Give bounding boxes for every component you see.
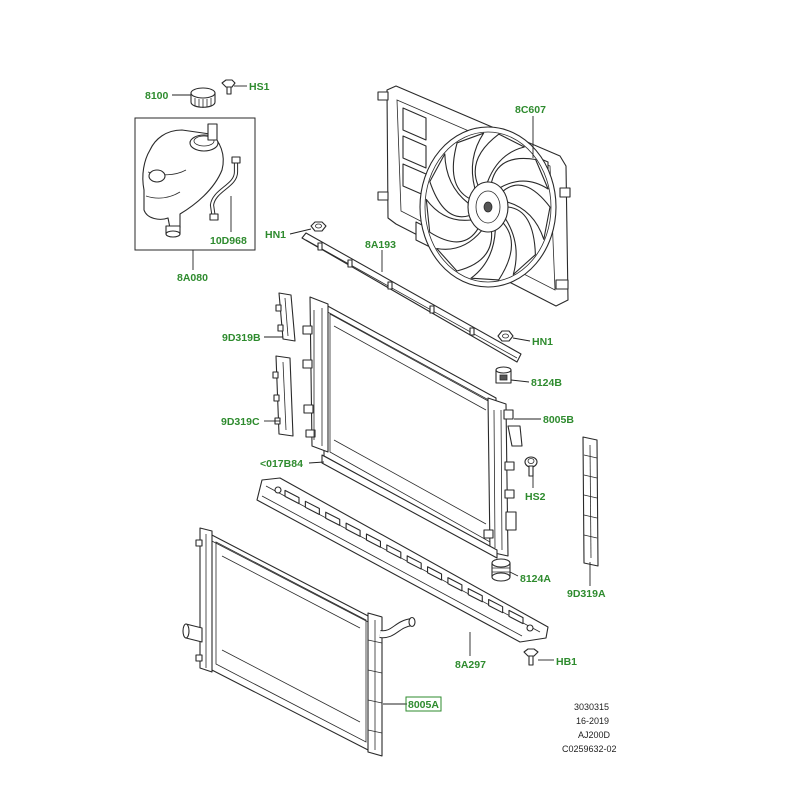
callout-hs1[interactable]: HS1 <box>249 81 270 93</box>
callout-hs2[interactable]: HS2 <box>525 491 546 503</box>
temperature-sensor <box>524 456 538 477</box>
coolant-reservoir <box>142 123 224 238</box>
callout-8c607[interactable]: 8C607 <box>515 104 546 116</box>
callout-hn1-left[interactable]: HN1 <box>265 229 286 241</box>
callout-8005a[interactable]: 8005A <box>408 699 439 711</box>
callout-8a080[interactable]: 8A080 <box>177 272 208 284</box>
callout-9d319c[interactable]: 9D319C <box>221 416 260 428</box>
fan-blades <box>425 132 551 281</box>
callout-8100[interactable]: 8100 <box>145 90 169 102</box>
cap-screw <box>221 79 236 95</box>
reference-line-2: 16-2019 <box>576 716 609 726</box>
crossmember-hole <box>467 588 483 603</box>
crossmember-hole <box>508 609 524 625</box>
callout-8124b[interactable]: 8124B <box>531 377 562 389</box>
upper-mount <box>495 366 512 384</box>
reservoir-cap <box>190 87 216 108</box>
cooling-fan <box>419 126 557 288</box>
callout-9d319a[interactable]: 9D319A <box>567 588 606 600</box>
leader-lines <box>172 85 591 705</box>
callout-8124a[interactable]: 8124A <box>520 573 551 585</box>
callout-9d319b[interactable]: 9D319B <box>222 332 261 344</box>
crossmember-hole <box>386 544 402 559</box>
callout-8a297[interactable]: 8A297 <box>455 659 486 671</box>
nut-upper-left <box>310 221 327 232</box>
fan-blade <box>425 198 479 243</box>
crossmember-hole <box>426 566 443 581</box>
fan-blade <box>470 222 513 281</box>
callout-hb1[interactable]: HB1 <box>556 656 577 668</box>
crossmember-hole <box>447 577 463 592</box>
reservoir-group-box <box>134 117 256 251</box>
fan-blade <box>429 153 470 218</box>
lower-bolt <box>523 648 539 666</box>
lower-seal-strip <box>321 454 498 559</box>
fan-blade <box>474 133 525 186</box>
crossmember-hole <box>304 500 320 516</box>
radiator <box>302 296 523 557</box>
fan-blade <box>505 206 536 276</box>
upper-seal-strip <box>301 232 522 363</box>
lower-crossmember <box>256 477 549 643</box>
nut-upper-right <box>497 330 514 342</box>
callout-8005b[interactable]: 8005B <box>543 414 574 426</box>
crossmember-hole <box>406 555 422 570</box>
crossmember-holes <box>284 489 524 625</box>
coolant-hose <box>209 156 241 221</box>
air-deflector-c <box>272 355 294 437</box>
callout-hn1-right[interactable]: HN1 <box>532 336 553 348</box>
callout-8a193[interactable]: 8A193 <box>365 239 396 251</box>
fan-blade <box>490 157 549 190</box>
fan-blade <box>502 184 551 240</box>
crossmember-hole <box>365 533 382 548</box>
fan-blade <box>436 230 493 272</box>
lower-mount <box>491 558 511 582</box>
crossmember-hole <box>345 522 361 537</box>
fan-blade <box>452 132 485 199</box>
crossmember-hole <box>284 489 300 505</box>
condenser <box>182 527 416 757</box>
reference-line-4: C0259632-02 <box>562 744 617 754</box>
crossmember-hole <box>325 511 341 526</box>
air-deflector-b <box>275 292 296 342</box>
reference-line-3: AJ200D <box>578 730 611 740</box>
callout-10d968[interactable]: 10D968 <box>210 235 247 247</box>
callout-017b84[interactable]: <017B84 <box>260 458 303 470</box>
crossmember-hole <box>488 598 504 614</box>
air-deflector-a <box>582 436 599 567</box>
reference-line-1: 3030315 <box>574 702 609 712</box>
callout-8005a-highlight <box>405 696 442 712</box>
